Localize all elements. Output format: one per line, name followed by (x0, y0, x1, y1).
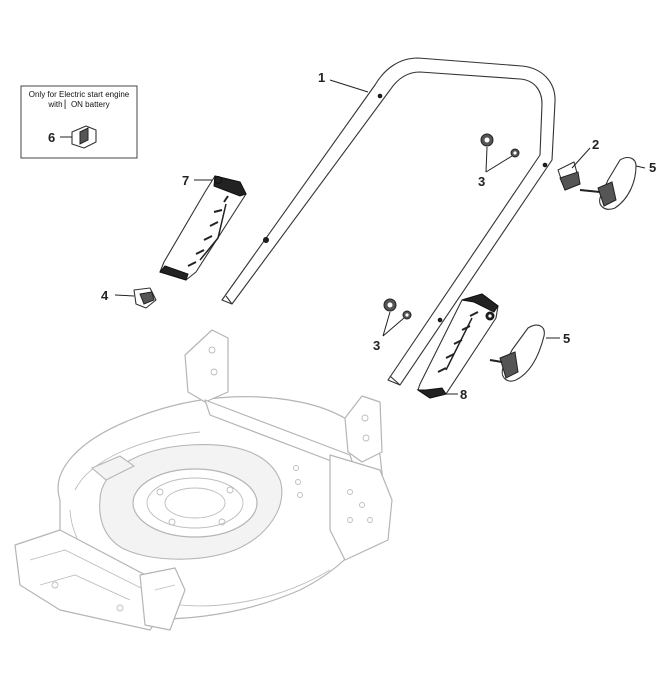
adjustment-knob (557, 161, 581, 191)
callout-5-lower: 5 (563, 331, 570, 346)
cable-clip (133, 287, 157, 309)
callout-3-upper: 3 (478, 174, 485, 189)
quick-release-lever-upper (579, 157, 637, 210)
nut-set-lower (383, 298, 412, 320)
electric-start-note-box: Only for Electric start engine with ▏ON … (20, 85, 138, 159)
leader-lines (114, 79, 646, 395)
callout-1: 1 (318, 70, 325, 85)
callout-6: 6 (48, 130, 55, 145)
handle-bar (221, 57, 556, 386)
nut-set-upper (480, 133, 520, 158)
callout-8: 8 (460, 387, 467, 402)
cable-guide-left (159, 175, 247, 281)
quick-release-lever-lower (489, 324, 545, 382)
note-line-1: Only for Electric start engine (29, 90, 130, 99)
note-line-2: with ▏ON battery (47, 99, 109, 109)
callout-2: 2 (592, 137, 599, 152)
cable-guide-right (416, 293, 499, 399)
callout-7: 7 (182, 173, 189, 188)
callout-5-upper: 5 (649, 160, 656, 175)
battery-bracket-part (71, 125, 97, 149)
callout-3-lower: 3 (373, 338, 380, 353)
mower-deck (14, 329, 393, 631)
callout-4: 4 (101, 288, 109, 303)
